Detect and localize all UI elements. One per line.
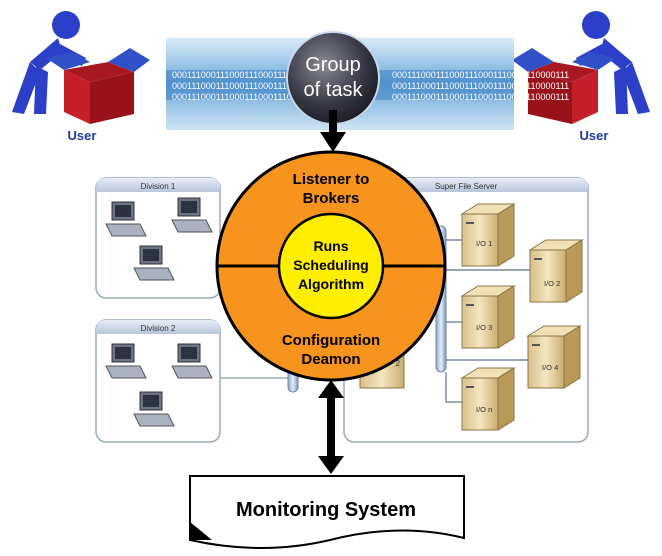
binary-text-row2: 0001110001110001110001110001110000111 [172,81,349,91]
scheduling-core [277,212,385,320]
listener-line2: Brokers [303,190,360,207]
server-icon: I/O 4 [526,325,582,389]
server-icon: I/O 2 [528,239,584,303]
binary-text-row1: 0001110001110001110001110001110000111 [172,70,349,80]
server-io-1-label: I/O 1 [476,239,492,248]
binary-text-row3: 0001110001110001110001110001110000111 [172,92,349,102]
config-line2: Deamon [301,351,360,368]
computer-icon [105,343,147,379]
server-io-2-label: I/O 2 [544,279,560,288]
computer-icon [133,391,175,427]
server-io-n-label: I/O n [476,405,492,414]
core-line2: Scheduling [293,257,368,273]
monitoring-system-box: Monitoring System [189,475,465,549]
division-1-panel: Division 1 [95,177,221,299]
task-banner: 0001110001110001110001110001110000111 00… [166,31,569,130]
binary-text-row4: 0001110001110001110001110001110000111 [392,70,569,80]
right-user-icon [512,11,650,124]
server-io-3-label: I/O 3 [476,323,492,332]
computer-icon [133,245,175,281]
computer-icon [171,343,213,379]
division-1-title: Division 1 [141,182,176,191]
super-file-server-title: Super File Server [435,182,498,191]
server-icon: I/O 1 [460,203,516,267]
division-2-panel: Division 2 [95,319,221,443]
scheduler-circle: Listener to Brokers Runs Scheduling Algo… [215,150,447,382]
computer-icon [105,201,147,237]
left-user-icon [12,11,150,124]
left-user-label: User [68,128,97,143]
right-user-label: User [580,128,609,143]
computer-icon [171,197,213,233]
config-line1: Configuration [282,332,380,349]
group-of-task-line1: Group [305,54,361,76]
binary-text-row6: 0001110001110001110001110001110000111 [392,92,569,102]
double-arrow-icon [318,380,344,474]
hidden-server-label: 2 [396,359,401,368]
core-line1: Runs [314,238,349,254]
server-io-4-label: I/O 4 [542,363,558,372]
server-icon: I/O 3 [460,285,516,349]
group-of-task-line2: of task [304,79,364,101]
binary-text-row5: 0001110001110001110001110001110000111 [392,81,569,91]
listener-line1: Listener to [293,171,370,188]
core-line3: Algorithm [298,276,364,292]
arrow-down-icon [320,110,346,152]
monitoring-system-label: Monitoring System [236,499,416,521]
division-2-title: Division 2 [141,324,176,333]
server-icon: I/O n [460,367,516,431]
